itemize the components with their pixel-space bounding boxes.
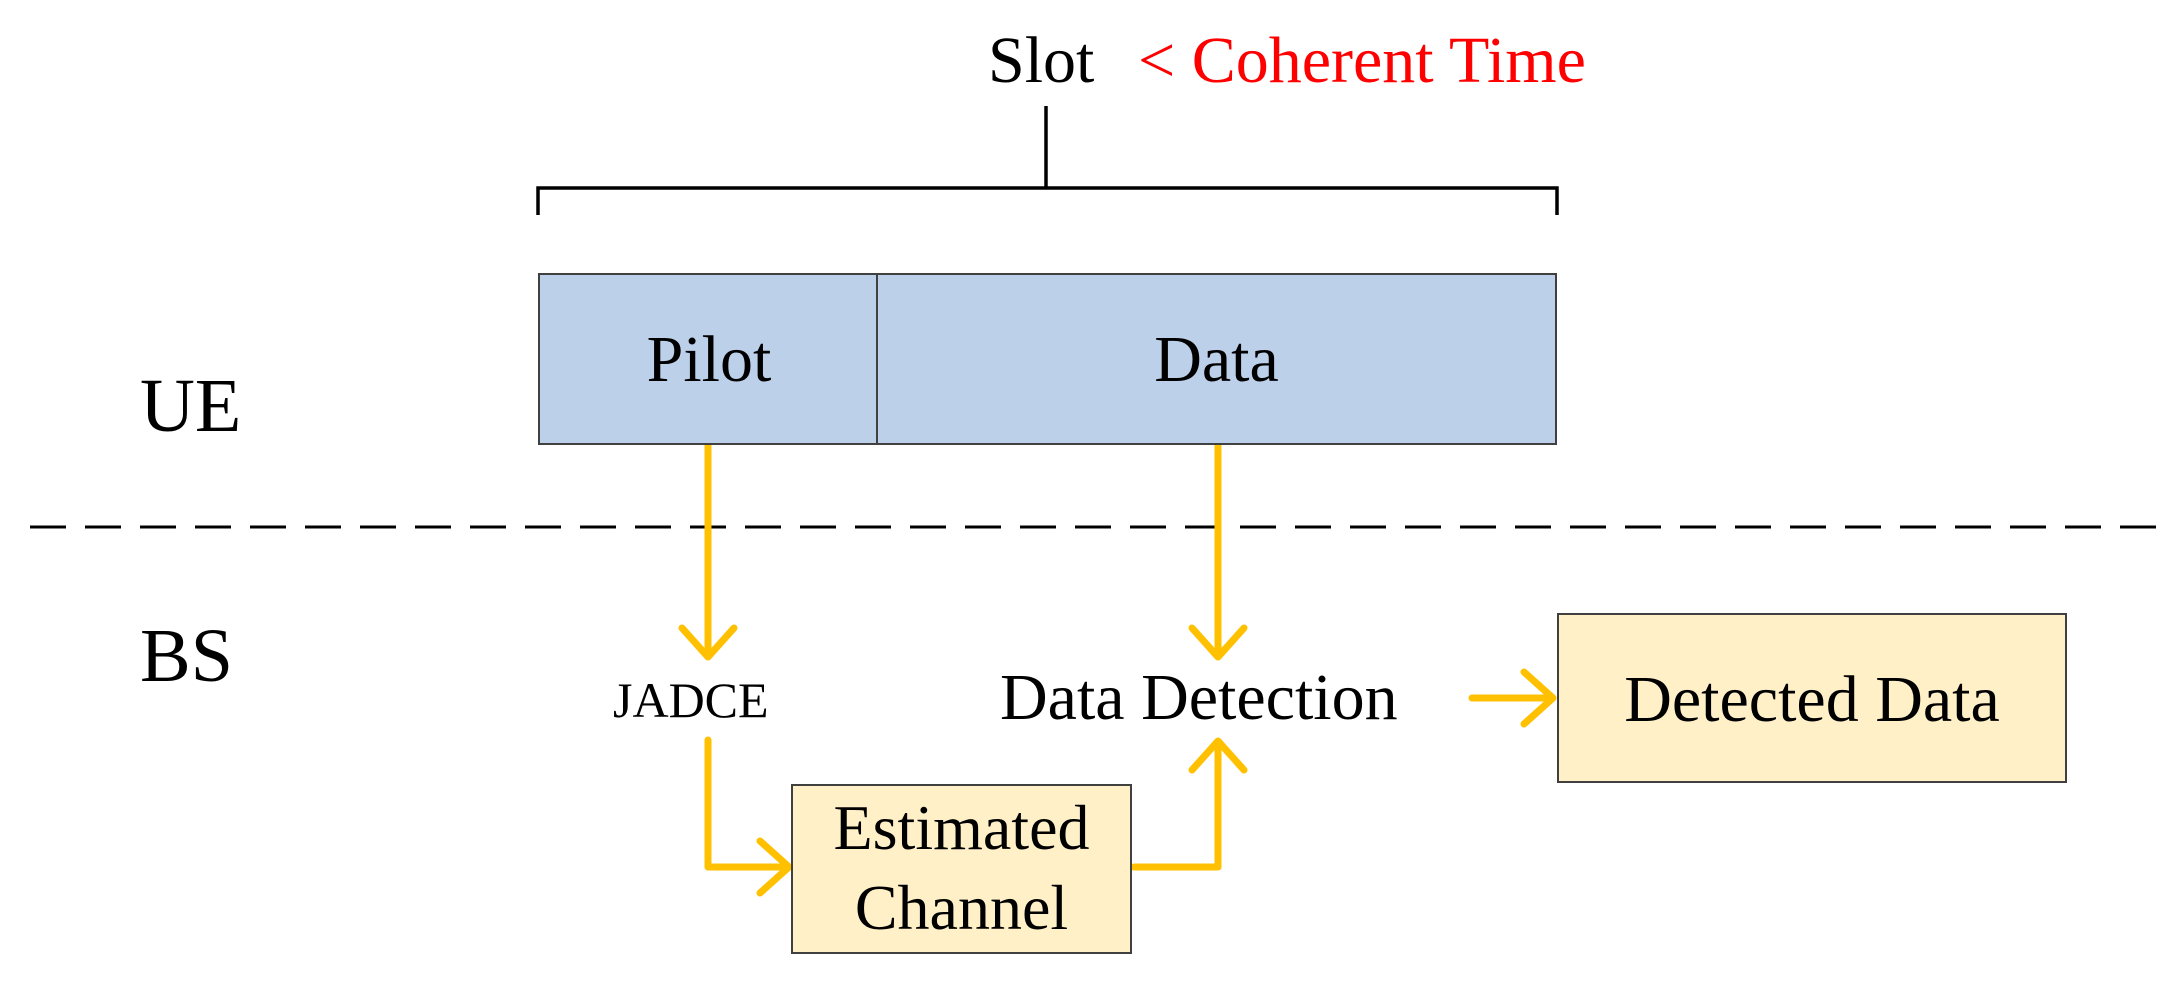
bs-label: BS [140,614,233,698]
slot-bracket [536,106,1559,215]
pilot-block: Pilot [538,273,880,445]
jadce-label: JADCE [613,672,769,728]
detected-data-box: Detected Data [1557,613,2067,783]
data-block: Data [876,273,1557,445]
estimated-channel-line2: Channel [854,872,1069,943]
coherent-time-constraint: < Coherent Time [1138,24,1586,97]
ue-label: UE [140,364,242,448]
arrow-detection-to-output [1468,668,1557,728]
pilot-label: Pilot [646,323,772,396]
slot-label: Slot [988,24,1095,97]
data-label: Data [1154,323,1279,396]
flow-arrows [678,441,1557,897]
estimated-channel-box: Estimated Channel [791,784,1132,954]
arrow-data-to-detection [1188,441,1248,661]
estimated-channel-line1: Estimated [833,792,1090,863]
data-detection-label: Data Detection [1000,661,1398,734]
arrow-pilot-to-jadce [678,441,738,661]
arrow-channel-to-detection [1130,737,1248,871]
detected-data-label: Detected Data [1624,663,2000,736]
arrow-jadce-to-channel [704,736,793,897]
